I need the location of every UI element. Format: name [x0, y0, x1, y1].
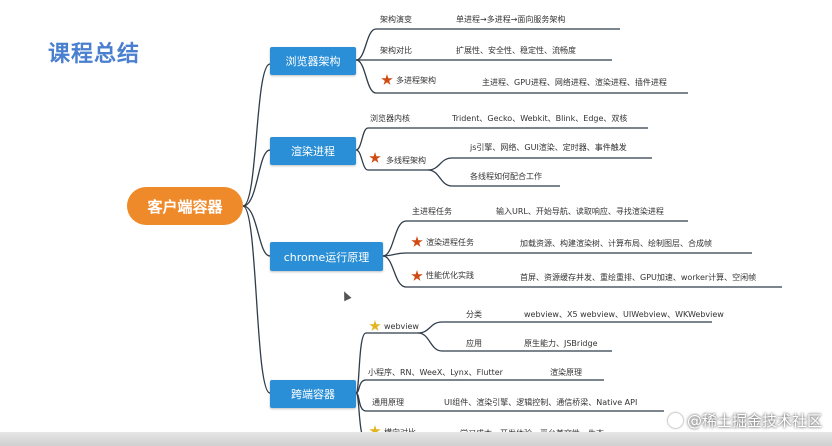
- watermark: @稀土掘金技术社区: [667, 410, 822, 431]
- node-multi-process-detail: 主进程、GPU进程、网络进程、渲染进程、插件进程: [482, 78, 667, 87]
- node-multi-thread-detail-1: js引擎、网络、GUI渲染、定时器、事件触发: [470, 143, 627, 152]
- branch-browser-arch: 浏览器架构: [270, 47, 356, 75]
- node-multi-thread-detail-2: 各线程如何配合工作: [470, 172, 542, 181]
- branch-cross-platform: 跨端容器: [270, 380, 356, 408]
- node-perf-optimization: 性能优化实践: [426, 271, 474, 280]
- star-icon: [369, 152, 381, 163]
- node-webview-application-detail: 原生能力、JSBridge: [524, 339, 598, 348]
- node-webview-category: 分类: [466, 310, 482, 319]
- node-common-principle: 通用原理: [372, 398, 404, 407]
- node-arch-evolution-detail: 单进程→多进程→面向服务架构: [456, 15, 566, 24]
- node-frameworks: 小程序、RN、WeeX、Lynx、Flutter: [368, 368, 503, 377]
- star-icon: [411, 270, 423, 281]
- bottom-bar: [0, 432, 832, 446]
- node-main-process-task: 主进程任务: [412, 207, 452, 216]
- node-frameworks-detail: 渲染原理: [550, 368, 582, 377]
- node-multi-process: 多进程架构: [396, 76, 436, 85]
- node-main-process-task-detail: 输入URL、开始导航、读取响应、寻找渲染进程: [496, 207, 664, 216]
- star-icon: [369, 320, 381, 331]
- branch-render-process: 渲染进程: [270, 137, 356, 165]
- node-webview-category-detail: webview、X5 webview、UIWebview、WKWebview: [524, 310, 724, 319]
- node-multi-thread: 多线程架构: [386, 156, 426, 165]
- node-perf-optimization-detail: 首屏、资源缓存并发、重绘重排、GPU加速、worker计算、空闲帧: [520, 273, 757, 282]
- node-arch-compare-detail: 扩展性、安全性、稳定性、流畅度: [456, 46, 576, 55]
- branch-chrome-principle: chrome运行原理: [270, 242, 383, 271]
- node-render-process-task: 渲染进程任务: [426, 238, 474, 247]
- page-title: 课程总结: [48, 42, 141, 67]
- node-browser-kernel: 浏览器内核: [370, 114, 410, 123]
- node-browser-kernel-detail: Trident、Gecko、Webkit、Blink、Edge、双核: [452, 114, 628, 123]
- node-common-principle-detail: UI组件、渲染引擎、逻辑控制、通信桥梁、Native API: [444, 398, 638, 407]
- node-render-process-task-detail: 加载资源、构建渲染树、计算布局、绘制图层、合成帧: [520, 239, 712, 248]
- node-arch-evolution: 架构演变: [380, 15, 412, 24]
- root-node: 客户端容器: [127, 187, 243, 225]
- watermark-text: @稀土掘金技术社区: [686, 412, 822, 430]
- juejin-logo-icon: [667, 413, 683, 428]
- star-icon: [369, 425, 381, 436]
- node-webview-application: 应用: [466, 339, 482, 348]
- node-webview: webview: [384, 322, 419, 331]
- node-arch-compare: 架构对比: [380, 46, 412, 55]
- star-icon: [411, 236, 423, 247]
- star-icon: [381, 74, 393, 85]
